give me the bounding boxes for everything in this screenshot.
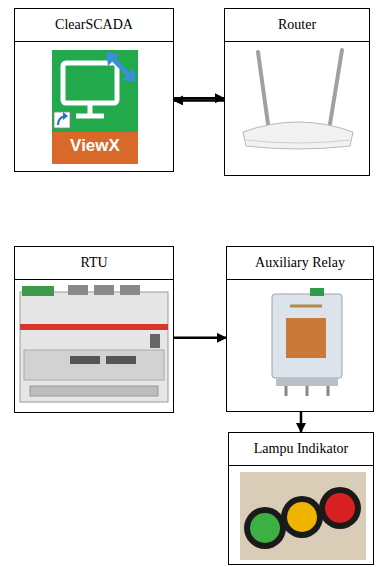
- side-port: [150, 334, 160, 348]
- link-arrow: [112, 58, 130, 76]
- relay-case: [272, 294, 342, 378]
- box-header: RTU: [15, 247, 173, 280]
- port-connector: [120, 285, 140, 295]
- terminal-block: [22, 286, 54, 296]
- device-box: Auxiliary Relay: [226, 246, 374, 412]
- dip-switch: [70, 356, 100, 364]
- monitor-outline: [63, 63, 117, 103]
- relay-pin: [327, 386, 330, 396]
- icon-band: [52, 132, 138, 164]
- router-body: [243, 122, 353, 149]
- router-edge: [246, 140, 350, 143]
- box-header: ClearSCADA: [15, 9, 173, 42]
- shortcut-arrow-head: [63, 112, 68, 120]
- box-title: Auxiliary Relay: [255, 255, 345, 271]
- red-lamp: [325, 493, 355, 523]
- red-stripe: [20, 324, 168, 330]
- port-connector: [94, 285, 114, 295]
- relay-pin: [285, 386, 288, 396]
- relay-picture: [272, 288, 342, 396]
- monitor-base: [76, 114, 104, 119]
- box-header: Router: [225, 9, 369, 42]
- device-box: ClearSCADA: [14, 8, 174, 172]
- relay-contact: [290, 305, 322, 308]
- box-title: RTU: [80, 255, 107, 271]
- device-box: RTU: [14, 246, 174, 413]
- viewx-icon: [52, 50, 138, 164]
- flow-arrow: [174, 99, 224, 102]
- monitor-stand: [88, 103, 93, 114]
- green-lamp: [250, 513, 280, 543]
- lamp-ring: [281, 496, 323, 538]
- box-header: Lampu Indikator: [229, 433, 373, 466]
- link-arrow-head: [106, 52, 120, 66]
- box-title: Router: [278, 17, 316, 33]
- shortcut-badge: [54, 112, 70, 128]
- rtu-body: [20, 292, 168, 402]
- link-arrow-head: [122, 68, 136, 82]
- rtu-picture: [20, 285, 168, 402]
- router-picture: [243, 50, 353, 149]
- antenna: [330, 50, 342, 124]
- photo-ground: [240, 472, 366, 560]
- icon-label: ViewX: [52, 136, 138, 156]
- lower-panel: [24, 350, 164, 380]
- flow-arrow: [174, 337, 226, 340]
- device-box: Lampu Indikator: [228, 432, 374, 565]
- relay-lever: [310, 288, 324, 296]
- dip-switch: [106, 356, 136, 364]
- flow-arrow: [300, 412, 303, 432]
- box-title: ClearSCADA: [55, 17, 133, 33]
- port-connector: [68, 285, 88, 295]
- flow-arrow: [174, 97, 224, 100]
- antenna: [258, 52, 268, 124]
- relay-coil: [286, 318, 326, 358]
- icon-ground: [52, 50, 138, 132]
- terminal-row: [30, 386, 158, 396]
- box-title: Lampu Indikator: [254, 441, 348, 457]
- relay-pin: [306, 386, 309, 396]
- relay-base: [276, 378, 338, 386]
- device-box: Router: [224, 8, 370, 176]
- yellow-lamp: [287, 502, 317, 532]
- box-header: Auxiliary Relay: [227, 247, 373, 280]
- lamps-picture: [240, 472, 366, 560]
- lamp-ring: [319, 487, 361, 529]
- lamp-ring: [244, 507, 286, 549]
